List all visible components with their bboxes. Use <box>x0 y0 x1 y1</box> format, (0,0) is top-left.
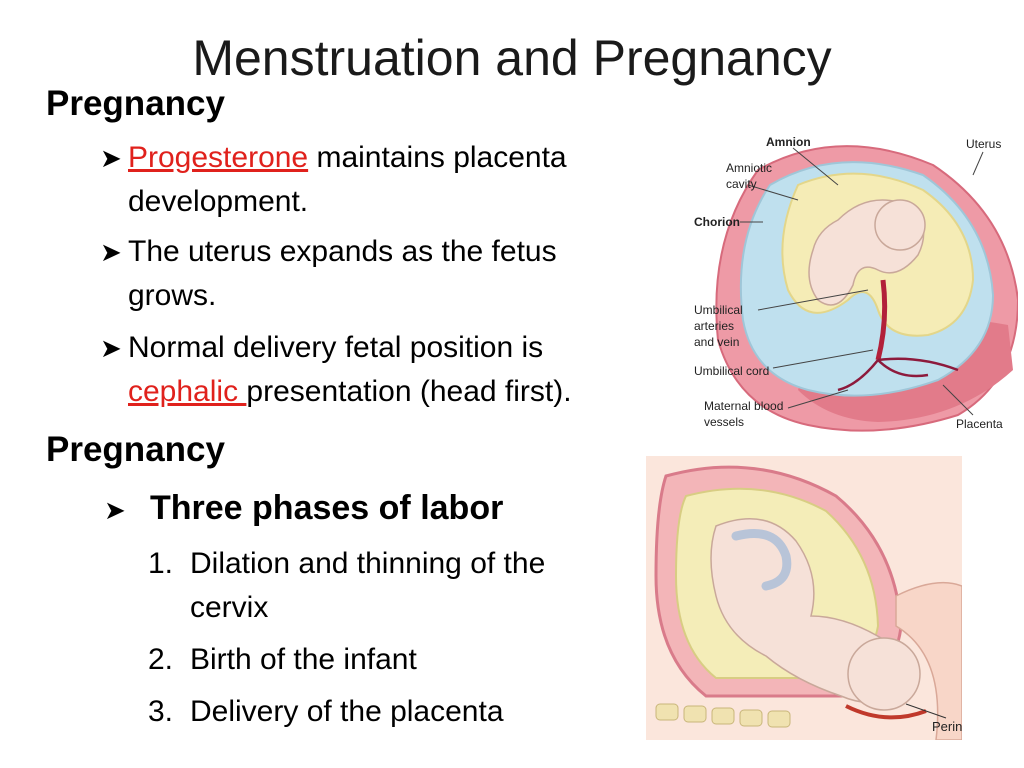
label-maternal-2: vessels <box>704 415 744 429</box>
umbilical-cord <box>875 279 888 361</box>
label-amnion: Amnion <box>766 135 811 149</box>
umbilical-cord <box>731 529 792 591</box>
bullet-uterus: ➤The uterus expands as the fetus grows. <box>100 230 680 318</box>
step-text-cont: cervix <box>190 591 269 624</box>
step-number: 2. <box>148 643 174 676</box>
label-perineum: Perineum <box>932 719 962 734</box>
bullet-text: maintains placenta <box>308 141 567 174</box>
step-number: 3. <box>148 695 174 728</box>
labor-step-3: 3. Delivery of the placenta <box>148 690 648 734</box>
pubic-region <box>895 581 962 740</box>
label-placenta: Placenta <box>956 417 1003 431</box>
step-text: Birth of the infant <box>190 643 417 676</box>
labor-heading-text: Three phases of labor <box>150 489 504 527</box>
birth-position-diagram: Perineum <box>646 456 962 740</box>
fetus-head <box>847 637 921 711</box>
label-maternal-1: Maternal blood <box>704 399 783 413</box>
fetus-in-uterus-diagram: Amnion Uterus Amniotic cavity Chorion Um… <box>694 135 1018 432</box>
slide-title: Menstruation and Pregnancy <box>192 30 832 86</box>
step-number: 1. <box>148 547 174 580</box>
arrow-bullet-icon: ➤ <box>100 333 122 363</box>
step-text: Delivery of the placenta <box>190 695 504 728</box>
label-umbilical-1: Umbilical <box>694 303 743 317</box>
label-uterus: Uterus <box>966 137 1001 151</box>
bullet-progesterone: ➤Progesterone maintains placenta develop… <box>100 136 680 224</box>
label-umbilical-cord: Umbilical cord <box>694 364 769 378</box>
section-heading-pregnancy-2: Pregnancy <box>46 430 225 469</box>
spine <box>655 703 791 728</box>
perineum-leader <box>905 703 947 719</box>
labor-heading: ➤ Three phases of labor <box>104 486 503 532</box>
bullet-text: The uterus expands as the fetus <box>128 235 557 268</box>
birth-canal <box>845 704 927 720</box>
cephalic-link[interactable]: cephalic <box>128 375 247 408</box>
label-chorion: Chorion <box>694 215 740 229</box>
progesterone-link[interactable]: Progesterone <box>128 141 309 174</box>
label-amniotic-2: cavity <box>726 177 757 191</box>
label-umbilical-3: and vein <box>694 335 739 349</box>
fetus-head <box>874 199 926 251</box>
bullet-text-cont: presentation (head first). <box>246 375 572 408</box>
arrow-bullet-icon: ➤ <box>104 495 126 525</box>
bullet-delivery-position: ➤Normal delivery fetal position is cepha… <box>100 326 680 414</box>
umbilical-branches <box>837 357 959 392</box>
label-leaders <box>740 147 984 416</box>
step-text: Dilation and thinning of the <box>190 547 546 580</box>
bullet-text: Normal delivery fetal position is <box>128 331 544 364</box>
arrow-bullet-icon: ➤ <box>100 143 122 173</box>
bullet-text-cont: grows. <box>128 279 217 312</box>
label-amniotic-1: Amniotic <box>726 161 772 175</box>
section-heading-pregnancy-1: Pregnancy <box>46 84 225 123</box>
bullet-text-cont: development. <box>128 185 309 218</box>
label-umbilical-2: arteries <box>694 319 734 333</box>
arrow-bullet-icon: ➤ <box>100 237 122 267</box>
labor-step-1: 1. Dilation and thinning of the cervix <box>148 542 648 630</box>
labor-step-2: 2. Birth of the infant <box>148 638 648 682</box>
